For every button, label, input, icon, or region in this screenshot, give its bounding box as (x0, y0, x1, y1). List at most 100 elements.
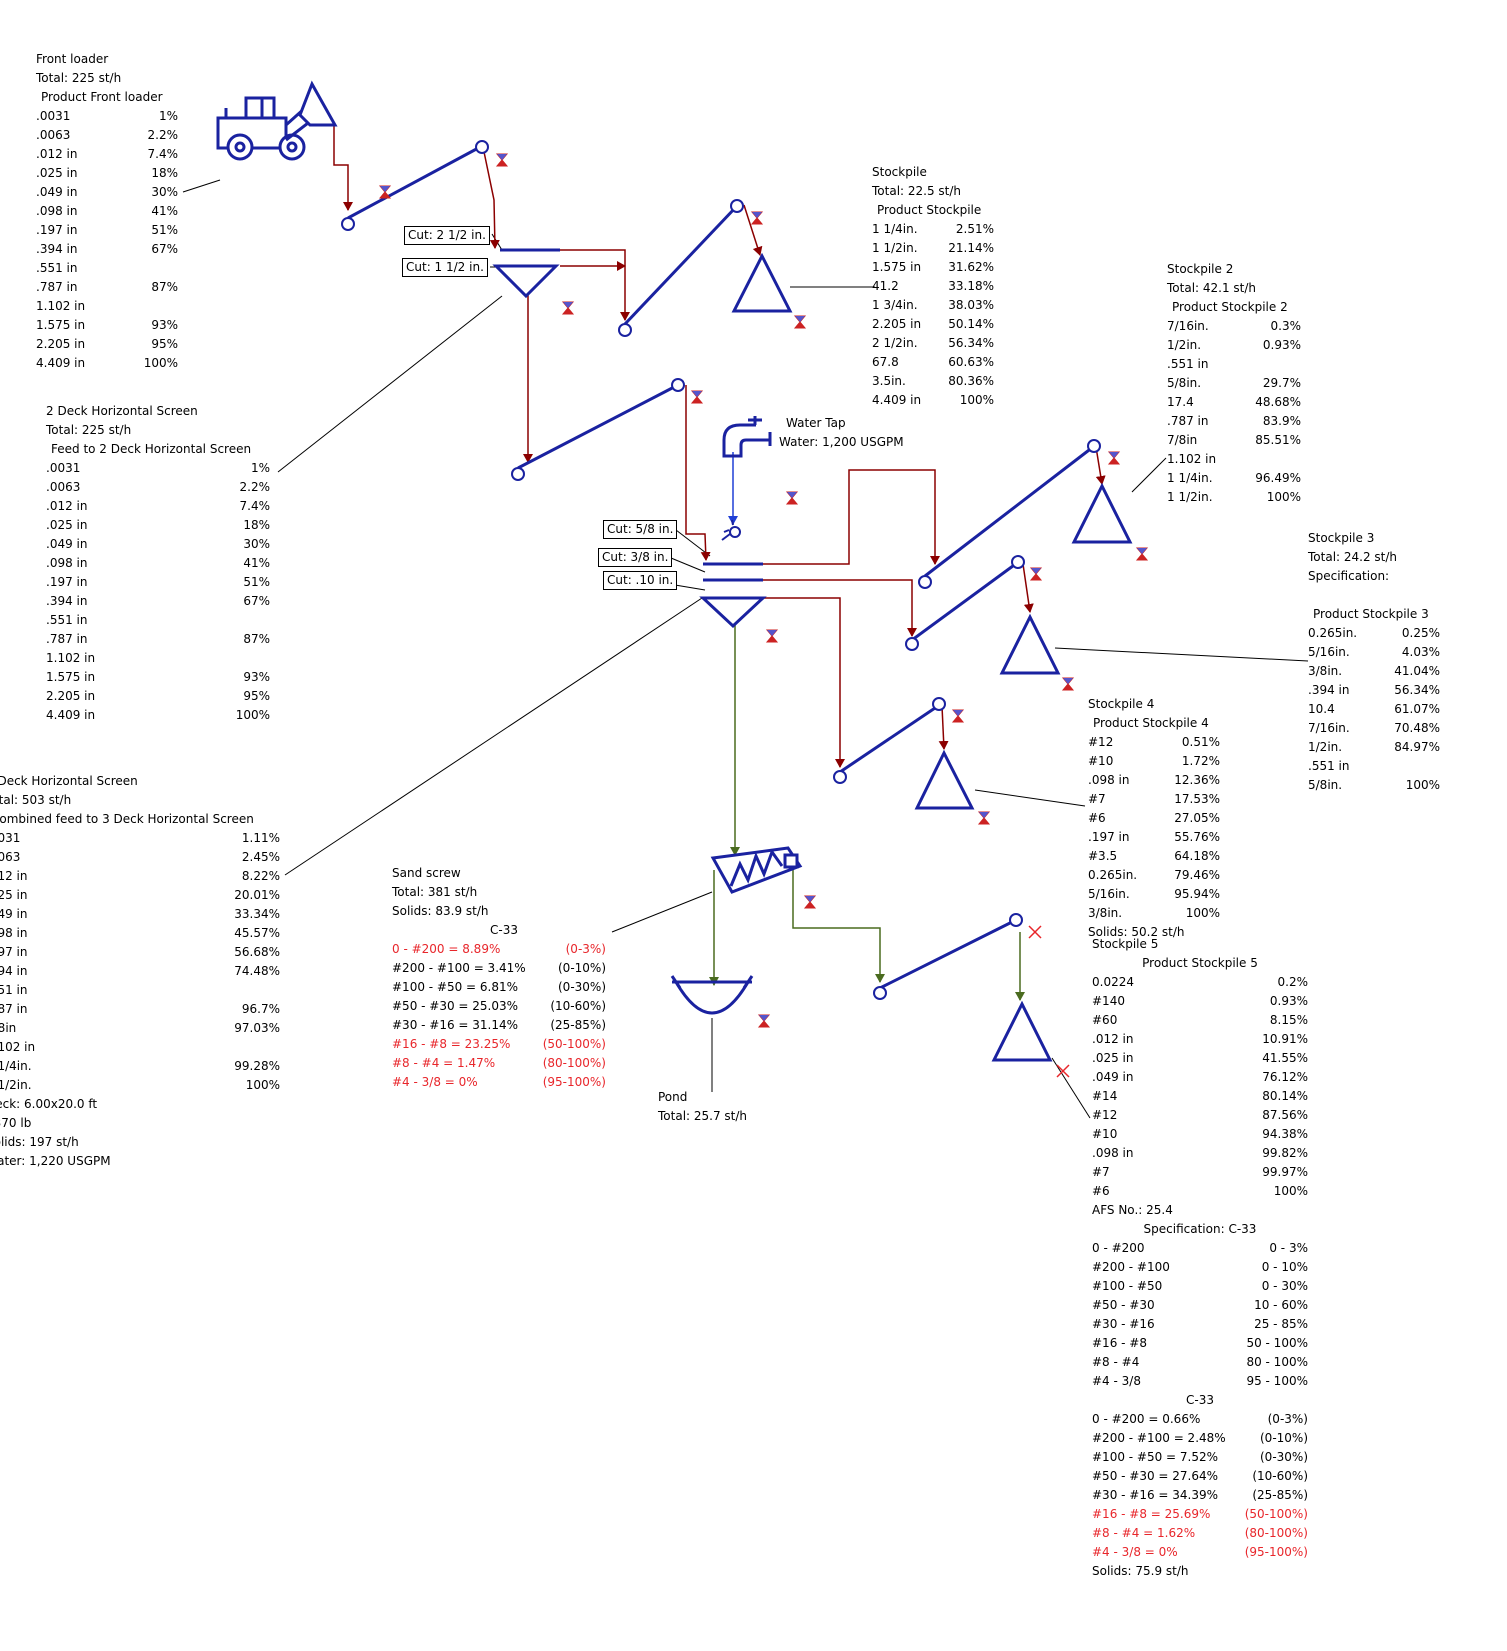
row-value: (0-30%) (558, 980, 606, 994)
table-row: 1 1/4in.96.49% (1167, 469, 1301, 488)
row-label: 17.4 (1167, 395, 1194, 409)
row-value: 7.4% (239, 499, 271, 513)
row-value: 10 - 60% (1254, 1298, 1308, 1312)
screen-icon (492, 248, 767, 629)
row-label: .197 in (46, 575, 88, 589)
row-value: 45.57% (234, 926, 280, 940)
row-value: 100% (1405, 778, 1440, 792)
table-row: .012 in 7.4% (46, 497, 270, 516)
row-value: 74.48% (234, 964, 280, 978)
front-loader-icon (216, 80, 338, 161)
row-value: 0 - 3% (1269, 1241, 1308, 1255)
table-row: 7/8in 97.03% (0, 1019, 280, 1038)
table-row: 1 1/2in.100% (1167, 488, 1301, 507)
spec-title: C-33 (490, 923, 518, 937)
row-value: 0.51% (1181, 735, 1220, 749)
row-value: 0.93% (1269, 994, 1308, 1008)
row-label: .025 in (1092, 1051, 1134, 1065)
row-label: 2 1/2in. (872, 336, 918, 350)
panel-name: Stockpile 5 (1092, 937, 1159, 951)
table-row: 5/8in.100% (1308, 776, 1440, 795)
panel-header: Product Stockpile 2 (1172, 300, 1288, 314)
table-row: #50 - #30 = 25.03%(10-60%) (392, 997, 606, 1016)
table-row: #200 - #100 = 3.41%(0-10%) (392, 959, 606, 978)
row-value: 29.7% (1262, 376, 1301, 390)
table-row: #30 - #16 = 31.14%(25-85%) (392, 1016, 606, 1035)
flow-lines-fine (709, 620, 1025, 1001)
spec-rows: 0 - #200 = 8.89%(0-3%)#200 - #100 = 3.41… (392, 940, 606, 1092)
row-value: 10.91% (1262, 1032, 1308, 1046)
row-label: .551 in (1167, 357, 1209, 371)
row-label: .012 in (46, 499, 88, 513)
row-label: 41.2 (872, 279, 899, 293)
row-label: 0.0224 (1092, 975, 1134, 989)
water-tap-water: Water: 1,200 USGPM (779, 435, 904, 449)
row-value: 94.38% (1262, 1127, 1308, 1141)
row-label: #200 - #100 = 2.48% (1092, 1431, 1226, 1445)
row-label: #30 - #16 = 31.14% (392, 1018, 519, 1032)
row-label: #16 - #8 (1092, 1336, 1147, 1350)
row-value: 2.2% (239, 480, 271, 494)
row-label: 1 1/2in. (872, 241, 918, 255)
row-label: #30 - #16 = 34.39% (1092, 1488, 1219, 1502)
row-label: .098 in (1088, 773, 1130, 787)
table-row: 1.102 in (36, 297, 178, 316)
row-label: .197 in (1088, 830, 1130, 844)
row-value: 7.4% (147, 147, 179, 161)
row-value: (0-3%) (565, 942, 606, 956)
row-label: .787 in (1167, 414, 1209, 428)
row-label: 5/16in. (1088, 887, 1130, 901)
row-value: 79.46% (1174, 868, 1220, 882)
row-label: 3/8in. (1088, 906, 1123, 920)
row-value: 97.03% (234, 1021, 280, 1035)
row-label: .787 in (0, 1002, 28, 1016)
panel-header: Product Stockpile (877, 203, 982, 217)
c33-title: C-33 (1186, 1393, 1214, 1407)
panel-header: Feed to 2 Deck Horizontal Screen (51, 442, 252, 456)
row-value: 83.9% (1262, 414, 1301, 428)
leader-lines (182, 179, 1309, 1119)
panel-name: Stockpile 4 (1088, 697, 1155, 711)
panel-total: Total: 225 st/h (46, 423, 132, 437)
row-label: #30 - #16 (1092, 1317, 1155, 1331)
table-row: 5/16in.95.94% (1088, 885, 1220, 904)
row-value: 25 - 85% (1254, 1317, 1308, 1331)
panel-total: Total: 381 st/h (392, 885, 478, 899)
row-value: (25-85%) (1252, 1488, 1308, 1502)
row-label: 7/8in (0, 1021, 17, 1035)
row-value: 1% (158, 109, 178, 123)
panel-name: Stockpile (872, 165, 927, 179)
stockpile3-panel: Stockpile 3 Total: 24.2 st/h Specificati… (1308, 529, 1440, 795)
row-label: 1 3/4in. (872, 298, 918, 312)
table-row: 1 1/2in.21.14% (872, 239, 994, 258)
panel-name: 2 Deck Horizontal Screen (46, 404, 198, 418)
table-row: 0 - #200 = 0.66%(0-3%) (1092, 1410, 1308, 1429)
row-label: 5/8in. (1167, 376, 1202, 390)
row-label: #50 - #30 = 27.64% (1092, 1469, 1219, 1483)
row-value: 95 - 100% (1246, 1374, 1308, 1388)
row-label: .394 in (36, 242, 78, 256)
table-row: 3/8in.41.04% (1308, 662, 1440, 681)
row-label: .098 in (46, 556, 88, 570)
panel-name: Front loader (36, 52, 109, 66)
panel-solids: Solids: 50.2 st/h (1088, 925, 1185, 939)
table-row: 1.102 in (0, 1038, 280, 1057)
pond-name: Pond (658, 1090, 688, 1104)
row-label: .551 in (1308, 759, 1350, 773)
table-row: 1 1/2in.100% (0, 1076, 280, 1095)
row-value: 8.22% (241, 869, 280, 883)
